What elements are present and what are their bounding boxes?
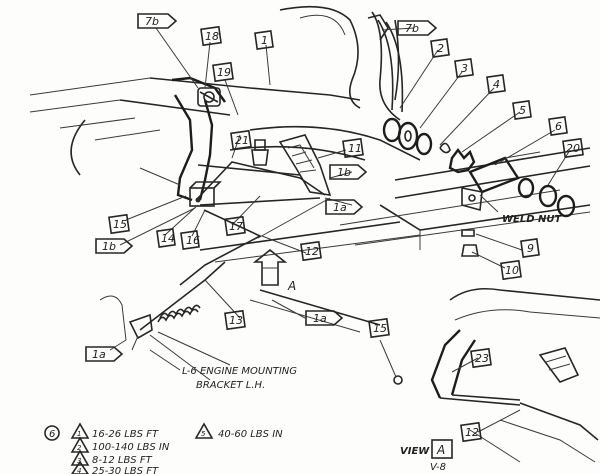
view-marker-letter: A xyxy=(287,279,296,293)
callout-7b-left: 7b xyxy=(145,15,159,28)
callout-20: 20 xyxy=(566,142,580,155)
callout-14: 14 xyxy=(161,232,175,245)
callout-1a-b: 1a xyxy=(313,312,327,325)
tag-7b-left xyxy=(137,13,178,29)
legend-mark-3: 3 xyxy=(77,457,81,465)
callout-boxes xyxy=(108,25,584,443)
callout-15-b: 15 xyxy=(373,322,387,335)
legend-index: 6 xyxy=(49,429,55,440)
callout-18: 18 xyxy=(205,30,219,43)
callout-16: 16 xyxy=(186,234,200,247)
callout-6: 6 xyxy=(555,120,562,133)
callout-9: 9 xyxy=(527,242,534,255)
callout-17: 17 xyxy=(229,220,243,233)
view-sub: V-8 xyxy=(430,462,446,473)
legend-mark-4: 4 xyxy=(77,467,81,474)
view-label: VIEW xyxy=(400,446,430,457)
tag-1a-c xyxy=(85,346,124,362)
callout-15-a: 15 xyxy=(113,218,127,231)
callout-5: 5 xyxy=(519,104,526,117)
callout-3: 3 xyxy=(461,62,468,75)
legend-delta-4 xyxy=(71,460,89,474)
legend-spec-3: 8-12 LBS FT xyxy=(92,455,153,466)
callout-2: 2 xyxy=(437,42,444,55)
callout-1a-c: 1a xyxy=(92,348,106,361)
callout-4: 4 xyxy=(493,78,500,91)
callout-11: 11 xyxy=(348,142,362,155)
legend-spec-5: 40-60 LBS IN xyxy=(218,429,283,440)
callout-1b-a: 1b xyxy=(337,166,351,179)
callout-12-b: 12 xyxy=(465,426,479,439)
view-a-inset xyxy=(393,287,600,463)
pedal-pad xyxy=(278,134,332,196)
callout-1b-b: 1b xyxy=(102,240,116,253)
legend-mark-2: 2 xyxy=(77,444,82,452)
weld-nut-label: WELD NUT xyxy=(502,214,563,225)
legend-index-circle xyxy=(44,425,60,441)
callout-7b-right: 7b xyxy=(405,22,419,35)
upper-right-bracket xyxy=(367,14,404,113)
view-arrow xyxy=(252,248,288,286)
callout-numbers: 7b 7b 18 1 19 21 11 1b 1a 2 3 4 5 6 20 9… xyxy=(92,15,580,439)
torque-legend: 6 1 16-26 LBS FT 2 100-140 LBS IN 3 8-12… xyxy=(44,422,283,474)
tag-1b-a xyxy=(329,164,368,180)
callout-23: 23 xyxy=(475,352,489,365)
mount-stack xyxy=(382,117,576,257)
diagram-labels: A WELD NUT L-6 ENGINE MOUNTING BRACKET L… xyxy=(149,214,563,473)
callout-10: 10 xyxy=(505,264,519,277)
spring-rod xyxy=(99,261,231,381)
tag-1a-b xyxy=(305,310,344,326)
linkage-rods xyxy=(179,161,331,286)
callout-13: 13 xyxy=(229,314,243,327)
view-letter: A xyxy=(436,443,445,457)
legend-mark-1: 1 xyxy=(77,430,81,438)
legend-delta-3 xyxy=(70,449,90,466)
tag-1b-b xyxy=(95,238,134,254)
callout-19: 19 xyxy=(217,66,231,79)
frame-structure xyxy=(29,5,591,333)
callout-1a-a: 1a xyxy=(333,201,347,214)
callout-12-a: 12 xyxy=(305,245,319,258)
legend-spec-4: 25-30 LBS FT xyxy=(92,466,159,474)
left-bellcrank xyxy=(171,76,226,207)
tag-7b-right xyxy=(397,20,438,36)
bracket-note-line1: L-6 ENGINE MOUNTING xyxy=(182,366,297,377)
view-letter-box xyxy=(431,439,453,459)
legend-spec-1: 16-26 LBS FT xyxy=(92,429,159,440)
legend-mark-5: 5 xyxy=(201,430,206,438)
callout-21: 21 xyxy=(235,134,249,147)
tag-1a-a xyxy=(325,199,364,215)
legend-spec-2: 100-140 LBS IN xyxy=(92,442,170,453)
legend-delta-5 xyxy=(194,422,214,439)
callout-tags xyxy=(85,13,438,362)
bracket-note-line2: BRACKET L.H. xyxy=(196,380,265,391)
bushing-19 xyxy=(251,139,269,166)
callout-1: 1 xyxy=(261,34,268,47)
